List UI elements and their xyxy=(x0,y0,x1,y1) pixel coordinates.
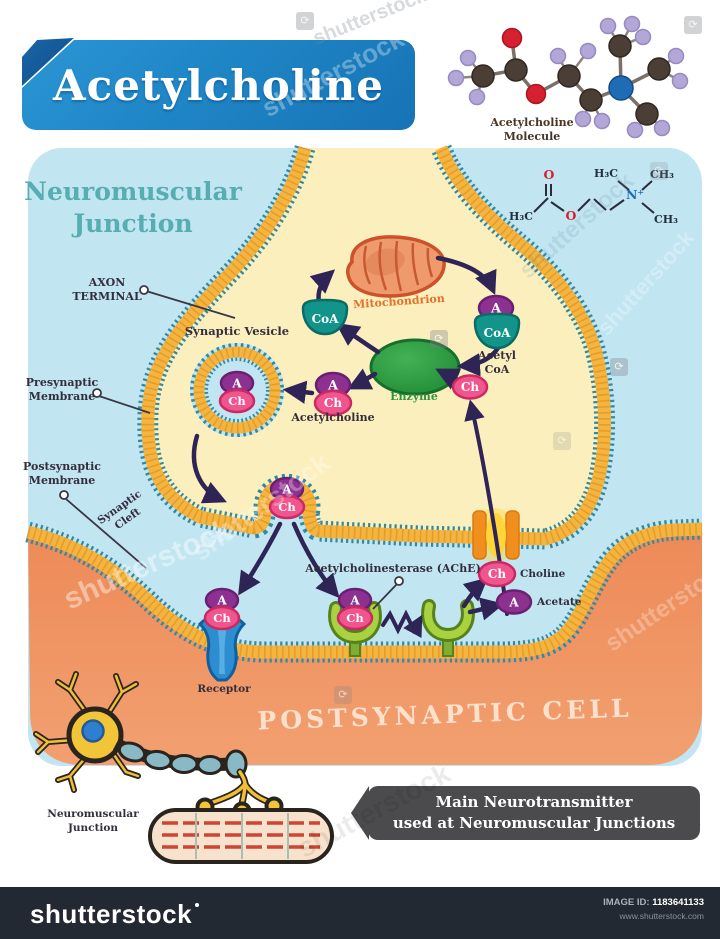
label-acetylcholine: Acetylcholine xyxy=(291,411,375,424)
image-id-label: IMAGE ID: xyxy=(603,897,650,908)
label-receptor: Receptor xyxy=(197,683,251,695)
title-banner: Acetylcholine xyxy=(22,40,415,130)
watermark-icon: ⟳ xyxy=(553,432,571,450)
neuron-nucleus xyxy=(81,719,105,743)
receptor-shape xyxy=(197,612,247,682)
label-ache: Acetylcholinesterase (AChE) xyxy=(305,562,481,575)
statement-banner-tip xyxy=(351,786,369,840)
coa-token: CoA xyxy=(473,312,521,350)
image-id-value: 1183641133 xyxy=(652,897,704,908)
svg-text:CoA: CoA xyxy=(484,326,512,340)
axon-terminal-branches xyxy=(195,768,284,821)
svg-text:Ch: Ch xyxy=(461,380,480,394)
ache-enzyme-free xyxy=(421,599,475,657)
choline-token: Ch xyxy=(268,494,306,520)
choline-token: Ch xyxy=(336,605,374,631)
choline-token: Ch xyxy=(477,560,517,588)
svg-text:Ch: Ch xyxy=(213,611,231,625)
shutterstock-logo: shutterstock xyxy=(30,899,199,930)
svg-text:O: O xyxy=(544,167,555,182)
svg-text:CH₃: CH₃ xyxy=(650,168,674,181)
svg-text:O: O xyxy=(566,208,577,223)
svg-text:A: A xyxy=(349,594,360,608)
svg-text:A: A xyxy=(231,377,242,391)
diagram-heading: Neuromuscular Junction xyxy=(24,177,242,238)
molecule-caption: Acetylcholine Molecule xyxy=(490,116,574,144)
svg-text:A: A xyxy=(490,302,502,317)
label-neuromuscular-junction: Neuromuscular Junction xyxy=(47,808,139,834)
watermark-icon: ⟳ xyxy=(334,686,352,704)
molecule-tokens: CoA A CoA Ch A Ch A Ch A xyxy=(203,294,533,631)
choline-token: Ch xyxy=(203,605,241,631)
svg-text:Ch: Ch xyxy=(488,567,507,581)
acetyl-token: A xyxy=(314,371,352,399)
coa-token: CoA xyxy=(301,298,349,336)
svg-text:Ch: Ch xyxy=(228,394,246,408)
postsynaptic-cell-shape xyxy=(28,529,702,765)
svg-text:A: A xyxy=(327,379,339,394)
svg-text:Ch: Ch xyxy=(278,500,296,514)
choline-channel xyxy=(472,508,520,562)
watermark-icon: ⟳ xyxy=(296,12,314,30)
svg-text:Ch: Ch xyxy=(324,396,343,410)
svg-text:N⁺: N⁺ xyxy=(626,187,644,202)
leader-lines xyxy=(59,285,404,610)
muscle-fiber xyxy=(148,808,334,864)
myelin-sheath xyxy=(117,741,248,779)
footer-url: www.shutterstock.com xyxy=(619,911,704,921)
watermark-icon: ⟳ xyxy=(684,16,702,34)
label-axon-terminal: AXON TERMINAL xyxy=(72,276,142,304)
choline-token: Ch xyxy=(451,374,489,400)
svg-text:H₃C: H₃C xyxy=(509,210,533,223)
svg-text:A: A xyxy=(281,483,292,497)
svg-text:H₃C: H₃C xyxy=(594,167,618,180)
label-presynaptic-membrane: Presynaptic Membrane xyxy=(25,376,99,404)
svg-text:A: A xyxy=(216,594,227,608)
choline-token: Ch xyxy=(313,389,353,417)
acetylcholine-structural-formula: H₃C O O H₃C N⁺ CH₃ CH₃ xyxy=(509,167,678,226)
enzyme-shape xyxy=(369,338,461,396)
svg-text:CoA: CoA xyxy=(312,312,340,326)
statement-banner: Main Neurotransmitter used at Neuromuscu… xyxy=(368,786,700,840)
watermark-icon: ⟳ xyxy=(610,358,628,376)
label-enzyme: Enzyme xyxy=(390,390,438,403)
label-synaptic-vesicle: Synaptic Vesicle xyxy=(184,324,290,338)
mitochondrion-shape xyxy=(346,235,446,298)
page-title: Acetylcholine xyxy=(53,60,384,110)
watermark-icon: ⟳ xyxy=(650,162,668,180)
acetylcholine-3d-molecule xyxy=(447,15,689,139)
label-choline: Choline xyxy=(520,568,566,580)
choline-token: Ch xyxy=(218,388,256,414)
label-postsynaptic-membrane: Postsynaptic Membrane xyxy=(23,460,101,488)
svg-text:CH₃: CH₃ xyxy=(654,213,678,226)
label-acetyl-coa: Acetyl CoA xyxy=(478,349,516,377)
ache-enzyme-bound xyxy=(328,601,382,657)
svg-text:A: A xyxy=(508,596,519,610)
footer-bar: shutterstock IMAGE ID: 1183641133 www.sh… xyxy=(0,887,720,939)
label-acetate: Acetate xyxy=(537,596,582,608)
svg-text:Ch: Ch xyxy=(346,611,364,625)
footer-meta: IMAGE ID: 1183641133 www.shutterstock.co… xyxy=(603,897,704,921)
motor-neuron xyxy=(33,671,284,821)
watermark-icon: ⟳ xyxy=(430,330,448,348)
acetyl-token: A xyxy=(495,589,533,615)
